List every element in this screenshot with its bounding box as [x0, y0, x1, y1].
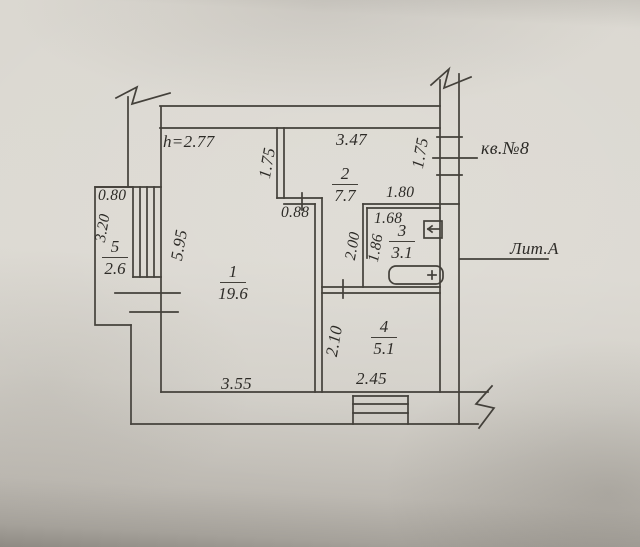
dimension-balcony-width: 0.80 [98, 187, 127, 204]
sink [423, 220, 443, 239]
room-2-number: 2 [331, 165, 359, 185]
building-letter-label: Лит.А [510, 239, 559, 258]
dimension-bath-top-inner: 1.68 [374, 210, 403, 227]
room-3-label: 3 3.1 [383, 222, 421, 262]
outer-walls [127, 73, 489, 425]
room-1-number: 1 [219, 263, 247, 283]
balcony-outline [94, 186, 162, 326]
kitchen-window-ticks [436, 136, 463, 176]
break-line-bottom-right [474, 384, 496, 430]
room-5-number: 5 [101, 238, 129, 258]
room-5-area: 2.6 [104, 258, 126, 278]
room-1-area: 19.6 [218, 283, 248, 303]
room-4-label: 4 5.1 [364, 318, 404, 358]
dimension-room1-bottom: 3.55 [221, 374, 252, 393]
room-3-number: 3 [388, 222, 416, 242]
dimension-ticks [301, 192, 344, 299]
room-4-area: 5.1 [373, 338, 395, 358]
balcony-door [114, 292, 181, 313]
break-line-top-right [429, 66, 473, 90]
dimension-niche-width: 0.88 [281, 204, 310, 221]
dimension-kitchen-top: 3.47 [336, 130, 367, 149]
room-2-area: 7.7 [334, 185, 356, 205]
room-1-label: 1 19.6 [205, 263, 261, 303]
room-3-area: 3.1 [391, 242, 413, 262]
apartment-number-label: кв.№8 [481, 138, 530, 158]
bathtub [388, 265, 444, 285]
room-5-label: 5 2.6 [94, 238, 136, 278]
ceiling-height-label: h=2.77 [163, 132, 215, 151]
interior-walls [276, 127, 441, 393]
room-2-label: 2 7.7 [326, 165, 364, 205]
dimension-bath-top-outer: 1.80 [386, 184, 415, 201]
bottom-window [352, 395, 409, 425]
balcony-window [132, 186, 162, 278]
room-4-number: 4 [370, 318, 398, 338]
dimension-hall-bottom: 2.45 [356, 369, 387, 388]
break-line-top-left [114, 85, 172, 106]
bathroom-walls [362, 203, 460, 288]
